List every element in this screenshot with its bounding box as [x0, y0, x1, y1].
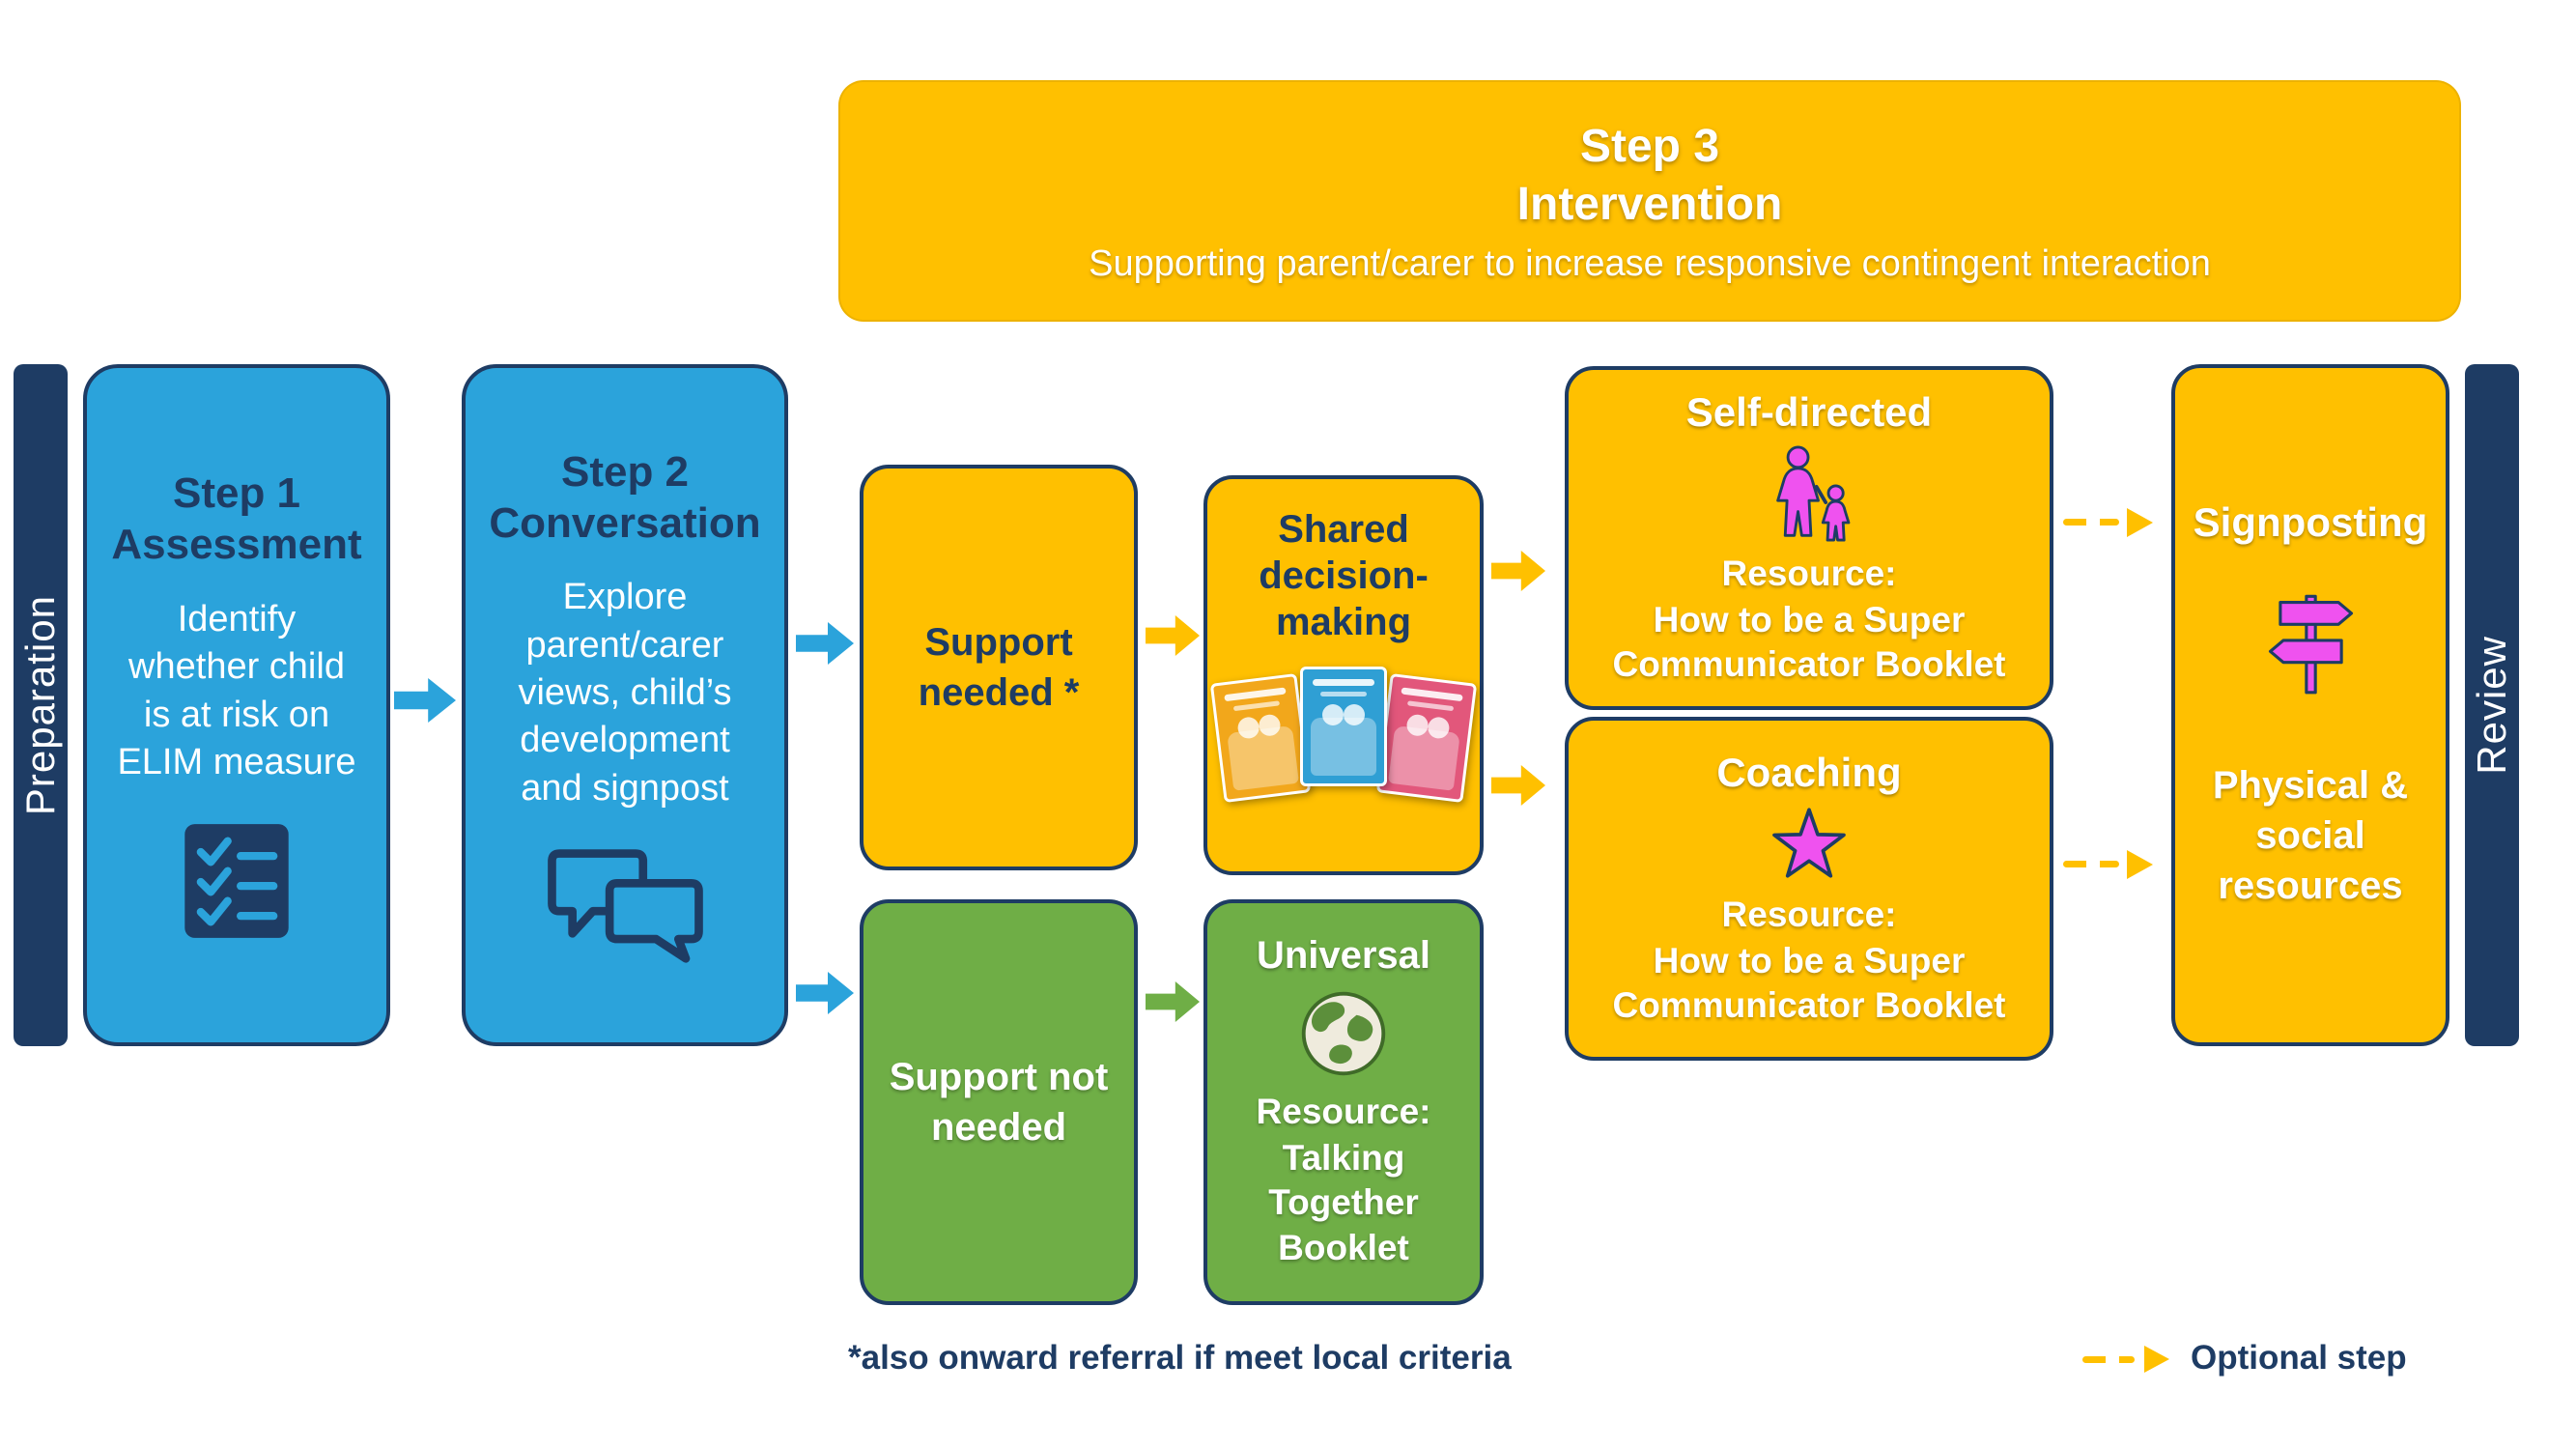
arrow-step1-to-step2: [394, 678, 456, 723]
step1-description: Identify whether child is at risk on ELI…: [117, 599, 356, 783]
legend-arrowhead-icon: [2144, 1346, 2169, 1373]
step3-banner: Step 3 Intervention Supporting parent/ca…: [838, 80, 2461, 322]
legend-dashed-arrow: [2082, 1356, 2135, 1363]
step2-title-line1: Step 2: [560, 447, 690, 496]
coaching-title: Coaching: [1716, 749, 1902, 795]
universal-title: Universal: [1256, 934, 1431, 978]
step1-assessment-box: Step 1 Assessment Identify whether child…: [83, 364, 390, 1046]
support-needed-box: Support needed *: [860, 465, 1138, 870]
coaching-box: Coaching Resource: How to be a Super Com…: [1565, 717, 2053, 1061]
parent-child-icon: [1763, 445, 1855, 542]
arrow-shared-to-coaching: [1491, 765, 1545, 806]
booklet-cover-1: [1209, 672, 1312, 804]
footnote: *also onward referral if meet local crit…: [848, 1339, 1512, 1377]
arrow-support-to-shared-decision: [1146, 615, 1200, 656]
self-directed-resource-label: Resource:: [1721, 553, 1897, 593]
step3-title-line1: Step 3: [1579, 120, 1720, 172]
signposting-description: Physical & social resources: [2212, 764, 2409, 907]
dashed-arrow-coaching-to-signposting: [2063, 861, 2119, 867]
booklet-cover-2: [1300, 667, 1387, 786]
arrow-shared-to-self-directed: [1491, 551, 1545, 591]
signposting-box: Signposting Physical & social resources: [2171, 364, 2449, 1046]
self-directed-box: Self-directed Resource: How to be a Supe…: [1565, 366, 2053, 710]
support-needed-label: Support needed *: [918, 621, 1080, 714]
step2-description: Explore parent/carer views, child’s deve…: [518, 577, 732, 809]
review-label: Review: [2469, 636, 2514, 775]
legend-optional-step-label: Optional step: [2191, 1339, 2407, 1377]
support-not-needed-box: Support not needed: [860, 899, 1138, 1305]
dashed-arrowhead-self-to-signposting: [2127, 508, 2153, 537]
universal-resource-label: Resource:: [1256, 1092, 1431, 1132]
step1-title-line2: Assessment: [111, 521, 362, 569]
review-rail: Review: [2465, 364, 2519, 1046]
globe-icon: [1297, 987, 1390, 1080]
coaching-resource-label: Resource:: [1721, 894, 1897, 934]
arrow-step2-to-support-needed: [796, 622, 854, 665]
support-not-needed-label: Support not needed: [889, 1056, 1109, 1149]
step3-subtitle: Supporting parent/carer to increase resp…: [1089, 242, 2211, 284]
arrow-step2-to-support-not-needed: [796, 972, 854, 1014]
preparation-rail: Preparation: [14, 364, 68, 1046]
self-directed-title: Self-directed: [1685, 388, 1933, 435]
step2-title: Step 2 Conversation: [489, 447, 760, 550]
step1-title-line1: Step 1: [172, 469, 301, 518]
step3-title-line2: Intervention: [1516, 178, 1783, 230]
step2-title-line2: Conversation: [489, 498, 761, 547]
universal-box: Universal Resource: Talking Together Boo…: [1203, 899, 1484, 1305]
dashed-arrowhead-coaching-to-signposting: [2127, 850, 2153, 879]
step1-title: Step 1 Assessment: [111, 469, 361, 571]
booklet-cover-3: [1375, 672, 1478, 804]
signpost-icon: [2260, 588, 2361, 696]
checklist-icon: [181, 820, 293, 942]
signposting-title: Signposting: [2193, 499, 2428, 545]
preparation-label: Preparation: [17, 594, 63, 816]
coaching-resource-name: How to be a Super Communicator Booklet: [1612, 940, 2006, 1025]
universal-resource-name: Talking Together Booklet: [1268, 1138, 1419, 1267]
step3-title: Step 3 Intervention: [1517, 118, 1783, 234]
arrow-not-needed-to-universal: [1146, 981, 1200, 1022]
speech-bubbles-icon: [539, 845, 711, 963]
shared-decision-box: Shared decision-making: [1203, 475, 1484, 875]
self-directed-resource-name: How to be a Super Communicator Booklet: [1612, 599, 2006, 684]
star-icon: [1767, 806, 1852, 883]
step2-conversation-box: Step 2 Conversation Explore parent/carer…: [462, 364, 788, 1046]
booklet-covers-image: [1209, 661, 1478, 838]
dashed-arrow-self-to-signposting: [2063, 519, 2119, 526]
shared-decision-label: Shared decision-making: [1259, 508, 1429, 643]
